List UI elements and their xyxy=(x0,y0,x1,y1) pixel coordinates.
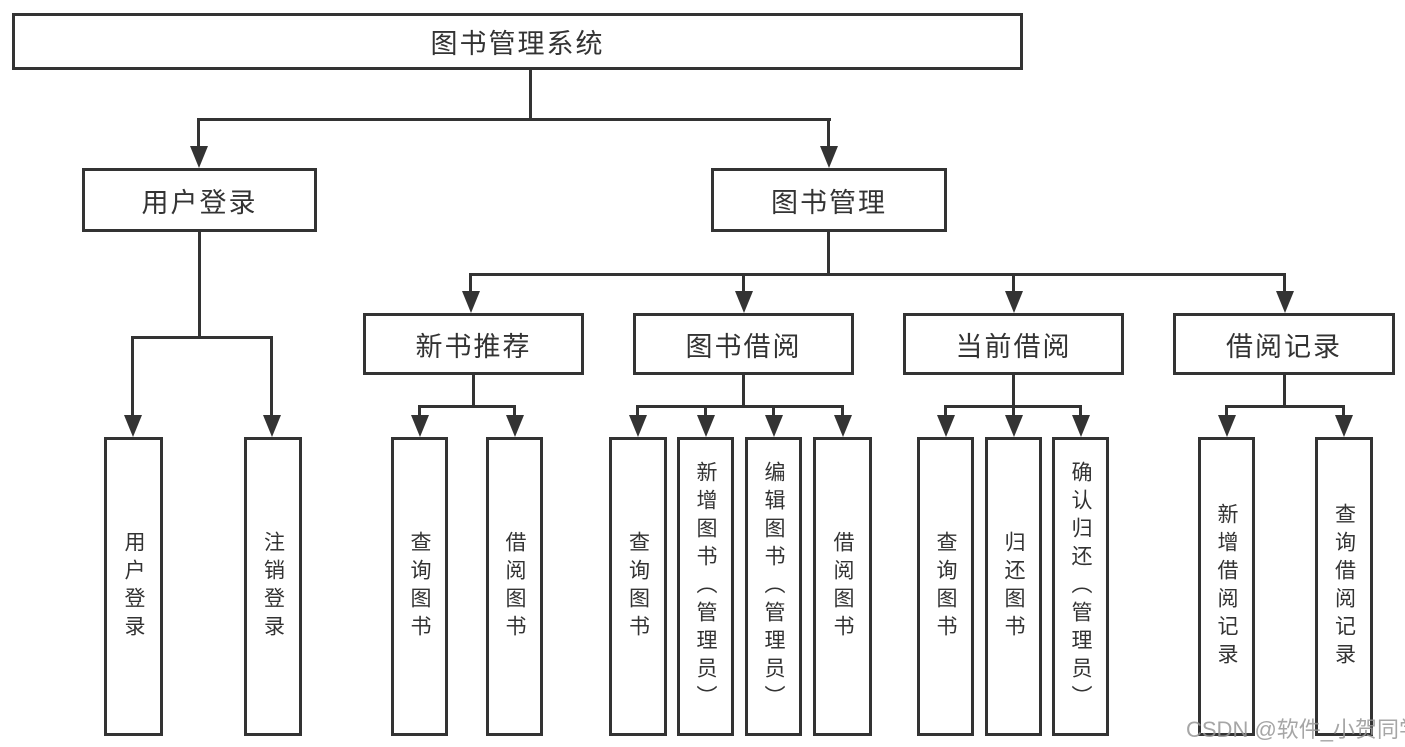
edge-borrowing-records-hbar xyxy=(1226,405,1344,408)
node-book-borrowing: 图书借阅 xyxy=(633,313,854,375)
leaf-label: 编辑图书（管理员） xyxy=(762,460,785,713)
leaf-logout: 注销登录 xyxy=(244,437,302,736)
edge-user-login-stem xyxy=(198,232,201,336)
leaf-label: 查询图书 xyxy=(408,530,431,643)
leaf-label: 用户登录 xyxy=(122,530,145,643)
node-label: 图书借阅 xyxy=(685,331,802,362)
leaf-edit-books-admin: 编辑图书（管理员） xyxy=(745,437,802,736)
node-current-borrowing: 当前借阅 xyxy=(903,313,1124,375)
edge-arrow-to-new-book-recommend xyxy=(461,273,480,313)
node-label: 当前借阅 xyxy=(955,331,1072,362)
edge-arrow-leaf xyxy=(628,405,647,437)
edge-arrow-leaf xyxy=(1004,405,1023,437)
edge-book-borrowing-stem xyxy=(742,375,745,405)
leaf-label: 查询借阅记录 xyxy=(1332,502,1356,671)
leaf-query-borrow-record: 查询借阅记录 xyxy=(1315,437,1373,736)
edge-user-login-hbar xyxy=(132,336,273,339)
leaf-user-login: 用户登录 xyxy=(104,437,163,736)
node-label: 图书管理 xyxy=(771,187,887,218)
leaf-label: 新增借阅记录 xyxy=(1215,502,1238,671)
leaf-label: 借阅图书 xyxy=(831,530,854,643)
edge-arrow-to-current-borrowing xyxy=(1004,273,1023,313)
leaf-label: 新增图书（管理员） xyxy=(694,460,717,713)
node-label: 用户登录 xyxy=(141,187,258,218)
leaf-label: 借阅图书 xyxy=(503,530,526,643)
leaf-confirm-return-admin: 确认归还（管理员） xyxy=(1052,437,1109,736)
edge-new-book-recommend-stem xyxy=(472,375,475,405)
node-user-login: 用户登录 xyxy=(82,168,317,232)
leaf-add-books-admin: 新增图书（管理员） xyxy=(677,437,734,736)
edge-arrow-leaf xyxy=(1334,405,1353,437)
csdn-watermark: CSDN @软件_小贺同学 xyxy=(1186,717,1405,742)
edge-current-borrowing-stem xyxy=(1012,375,1015,405)
node-borrowing-records: 借阅记录 xyxy=(1173,313,1395,375)
leaf-borrow-books-recommend: 借阅图书 xyxy=(486,437,543,736)
leaf-add-borrow-record: 新增借阅记录 xyxy=(1198,437,1255,736)
edge-borrowing-records-stem xyxy=(1283,375,1286,405)
node-book-management: 图书管理 xyxy=(711,168,947,232)
edge-arrow-leaf xyxy=(764,405,783,437)
edge-arrow-leaf xyxy=(833,405,852,437)
leaf-query-books-recommend: 查询图书 xyxy=(391,437,448,736)
edge-arrow-to-leaf-user-login xyxy=(123,336,142,437)
leaf-label: 查询图书 xyxy=(934,530,957,643)
edge-book-borrowing-hbar xyxy=(638,405,844,408)
edge-arrow-to-leaf-logout xyxy=(262,336,281,437)
edge-new-book-recommend-hbar xyxy=(419,405,515,408)
edge-arrow-leaf xyxy=(696,405,715,437)
leaf-return-books: 归还图书 xyxy=(985,437,1042,736)
node-new-book-recommend: 新书推荐 xyxy=(363,313,584,375)
leaf-query-books-borrowing: 查询图书 xyxy=(609,437,667,736)
edge-arrow-leaf xyxy=(1071,405,1090,437)
edge-arrow-leaf xyxy=(1217,405,1236,437)
edge-book-management-stem xyxy=(827,232,830,273)
edge-arrow-to-book-management xyxy=(819,118,838,168)
leaf-label: 归还图书 xyxy=(1002,530,1025,643)
edge-arrow-to-book-borrowing xyxy=(734,273,753,313)
node-label: 图书管理系统 xyxy=(430,29,605,59)
node-label: 新书推荐 xyxy=(415,331,532,362)
leaf-query-books-current: 查询图书 xyxy=(917,437,974,736)
edge-arrow-leaf xyxy=(936,405,955,437)
edge-root-hbar xyxy=(198,118,831,121)
edge-arrow-to-borrowing-records xyxy=(1275,273,1294,313)
leaf-label: 查询图书 xyxy=(626,530,650,643)
node-library-management-system: 图书管理系统 xyxy=(12,13,1023,70)
node-label: 借阅记录 xyxy=(1226,331,1342,362)
leaf-label: 确认归还（管理员） xyxy=(1069,460,1092,713)
edge-arrow-to-user-login xyxy=(189,118,208,168)
edge-root-stem xyxy=(529,70,532,118)
edge-arrow-leaf xyxy=(505,405,524,437)
edge-book-management-hbar xyxy=(470,273,1285,276)
leaf-borrow-books: 借阅图书 xyxy=(813,437,872,736)
leaf-label: 注销登录 xyxy=(261,530,285,643)
edge-arrow-leaf xyxy=(410,405,429,437)
